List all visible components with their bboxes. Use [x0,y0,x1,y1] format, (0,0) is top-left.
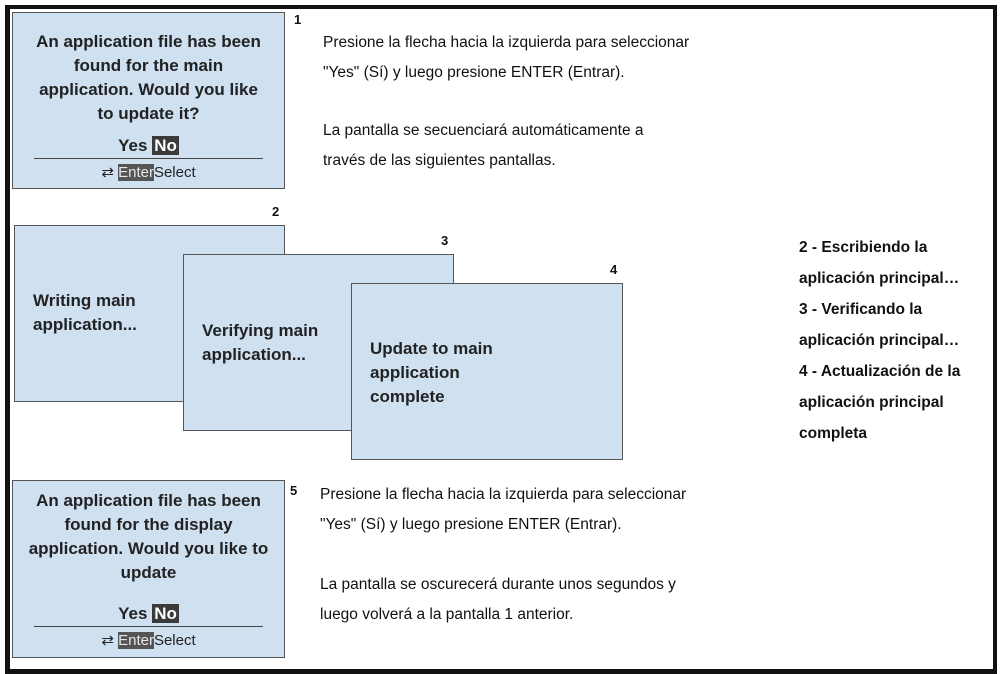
screen-message: Verifying main application... [202,321,319,364]
instruction-1: Presione la flecha hacia la izquierda pa… [323,28,689,176]
step-number-4: 4 [610,262,618,277]
enter-key-label: Enter [118,164,154,181]
instruction-line: "Yes" (Sí) y luego presione ENTER (Entra… [323,64,625,81]
instruction-line: "Yes" (Sí) y luego presione ENTER (Entra… [320,516,622,533]
legend-line: aplicación principal [799,394,944,411]
legend-line: 3 - Verificando la [799,301,923,318]
instruction-line: La pantalla se oscurecerá durante unos s… [320,576,676,593]
screen-1-update-main-prompt: An application file has been found for t… [12,12,285,189]
yes-option: Yes [118,136,148,155]
instruction-line: Presione la flecha hacia la izquierda pa… [320,486,687,503]
legend-line: 2 - Escribiendo la [799,239,928,256]
outer-border [5,5,997,674]
screen-message: Update to main application complete [370,339,493,406]
instruction-line: luego volverá a la pantalla 1 anterior. [320,606,574,623]
step-number-1: 1 [294,12,302,27]
legend-line: completa [799,425,868,442]
divider [34,158,263,159]
select-label: Select [153,164,196,181]
step-number-2: 2 [272,204,280,219]
step-number-3: 3 [441,233,449,248]
screen-4-complete: Update to main application complete [351,283,623,460]
no-option-selected: No [152,136,179,155]
legend-line: aplicación principal… [799,332,960,349]
step-number-5: 5 [290,483,298,498]
prompt-message: An application file has been found for t… [36,32,261,123]
prompt-message: An application file has been found for t… [28,491,269,582]
step-legend: 2 - Escribiendo la aplicación principal…… [799,232,960,449]
enter-key-label: Enter [118,632,154,649]
no-option-selected: No [152,604,179,623]
legend-line: 4 - Actualización de la [799,363,961,380]
instruction-line: La pantalla se secuenciará automáticamen… [323,122,644,139]
legend-line: aplicación principal… [799,270,960,287]
instruction-line: través de las siguientes pantallas. [323,152,556,169]
divider [34,626,263,627]
instruction-5: Presione la flecha hacia la izquierda pa… [320,480,686,630]
arrows-icon: ⇄ [101,632,114,649]
instruction-line: Presione la flecha hacia la izquierda pa… [323,34,690,51]
arrows-icon: ⇄ [101,164,114,181]
yes-option: Yes [118,604,148,623]
select-label: Select [153,632,196,649]
screen-5-update-display-prompt: An application file has been found for t… [12,480,285,658]
screen-message: Writing main application... [33,291,137,334]
